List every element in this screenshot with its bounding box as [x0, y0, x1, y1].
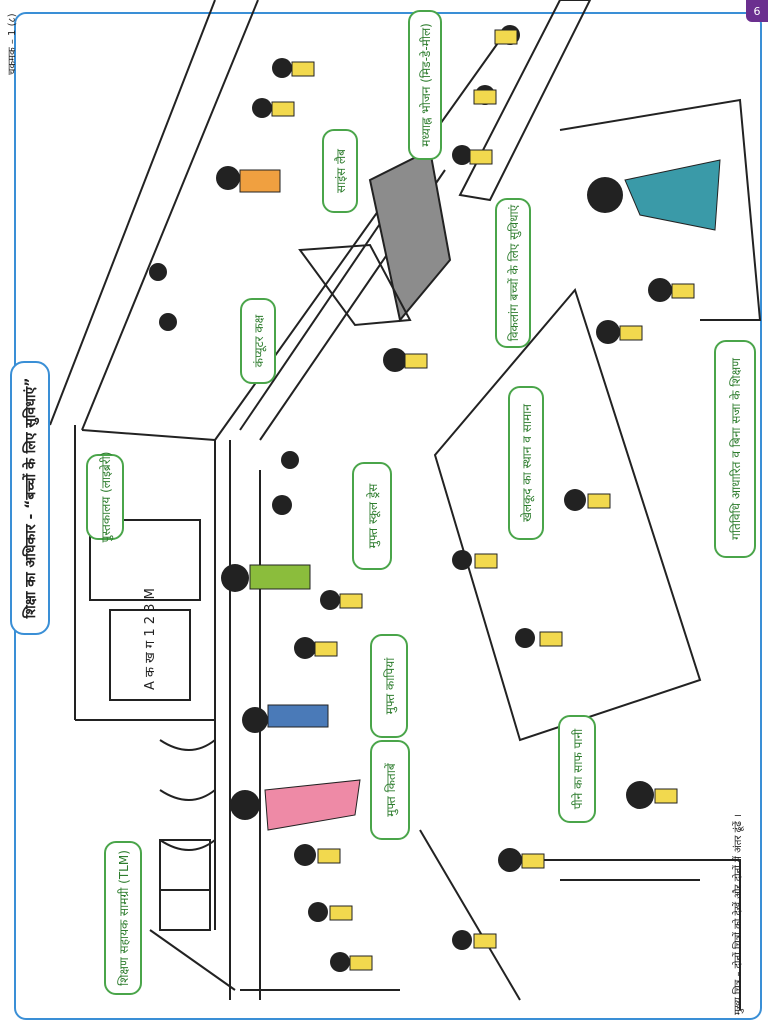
- label-science-lab: साइंस लैब: [322, 129, 358, 213]
- label-mid-day-meal: मध्याह्न भोजन (मिड-डे-मील): [408, 10, 442, 160]
- page-title-text: शिक्षा का अधिकार - “बच्चों के लिए सुविधा…: [22, 377, 39, 619]
- page-reference: चकमक – 1 (८): [7, 13, 18, 75]
- roof-line: [49, 0, 216, 426]
- label-playground: खेलकूद का स्थान व सामान: [508, 386, 544, 540]
- playground-boundary: [433, 287, 702, 742]
- label-library: पुस्तकालय (लाइब्रेरी): [86, 452, 124, 542]
- page-number: 6: [753, 4, 761, 18]
- label-free-notebooks: मुफ्त कापियां: [370, 634, 408, 738]
- blackboard-text: A क ख ग 1 2 3 M: [143, 588, 158, 690]
- ramp-rail: [298, 243, 412, 327]
- footer-note: मुख्य चित्र – दोनों चित्रों को देखें और …: [733, 814, 744, 1015]
- blackboard: [109, 609, 191, 701]
- page-number-tab: 6: [746, 0, 768, 22]
- page-title: शिक्षा का अधिकार - “बच्चों के लिए सुविधा…: [10, 361, 50, 635]
- ramp: [368, 148, 452, 323]
- label-computer-room: कंप्यूटर कक्ष: [240, 298, 276, 384]
- label-activity-teaching: गतिविधि आधारित व बिना सजा के शिक्षण: [714, 340, 756, 558]
- label-free-uniform: मुफ्त स्कूल ड्रेस: [352, 462, 392, 570]
- label-disabled-facilities: विकलांग बच्चों के लिए सुविधाएं: [495, 198, 531, 348]
- label-drinking-water: पीने का साफ पानी: [558, 715, 596, 823]
- label-tlm: शिक्षण सहायक सामग्री (TLM): [104, 841, 142, 995]
- label-free-books: मुफ्त किताबें: [370, 740, 410, 840]
